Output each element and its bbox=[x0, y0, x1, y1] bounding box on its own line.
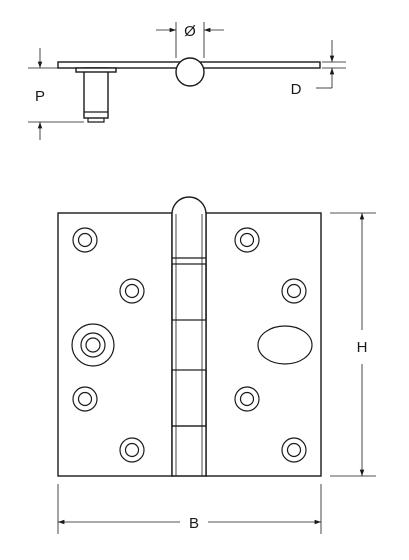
height-dimension: H bbox=[330, 212, 376, 477]
width-label: B bbox=[189, 515, 199, 532]
side-view: Ø P D bbox=[28, 22, 346, 140]
knuckle-column bbox=[171, 196, 207, 477]
screw-hole bbox=[72, 227, 98, 253]
screw-hole bbox=[119, 437, 145, 463]
knuckle-profile bbox=[175, 57, 205, 87]
front-view: H B bbox=[57, 196, 376, 534]
screw-hole bbox=[234, 227, 260, 253]
screw-hole bbox=[119, 278, 145, 304]
security-pin-hole bbox=[71, 323, 115, 367]
thickness-label: D bbox=[291, 81, 302, 98]
screw-hole bbox=[281, 437, 307, 463]
right-leaf bbox=[205, 212, 322, 477]
screw-hole bbox=[234, 386, 260, 412]
right-leaf-holes bbox=[234, 227, 313, 463]
height-label: H bbox=[357, 339, 368, 356]
left-leaf bbox=[57, 212, 173, 477]
screw-hole bbox=[281, 278, 307, 304]
security-pin-slot bbox=[257, 325, 313, 365]
pin-length-dimension: P bbox=[28, 48, 84, 140]
diameter-dimension: Ø bbox=[156, 22, 224, 58]
thickness-dimension: D bbox=[291, 40, 346, 98]
pin-bushing-profile bbox=[83, 67, 109, 119]
pin-length-label: P bbox=[35, 88, 45, 105]
knuckle-segment bbox=[171, 263, 207, 321]
screw-hole bbox=[72, 386, 98, 412]
left-leaf-holes bbox=[71, 227, 145, 463]
diameter-label: Ø bbox=[184, 23, 196, 40]
width-dimension: B bbox=[57, 484, 322, 534]
